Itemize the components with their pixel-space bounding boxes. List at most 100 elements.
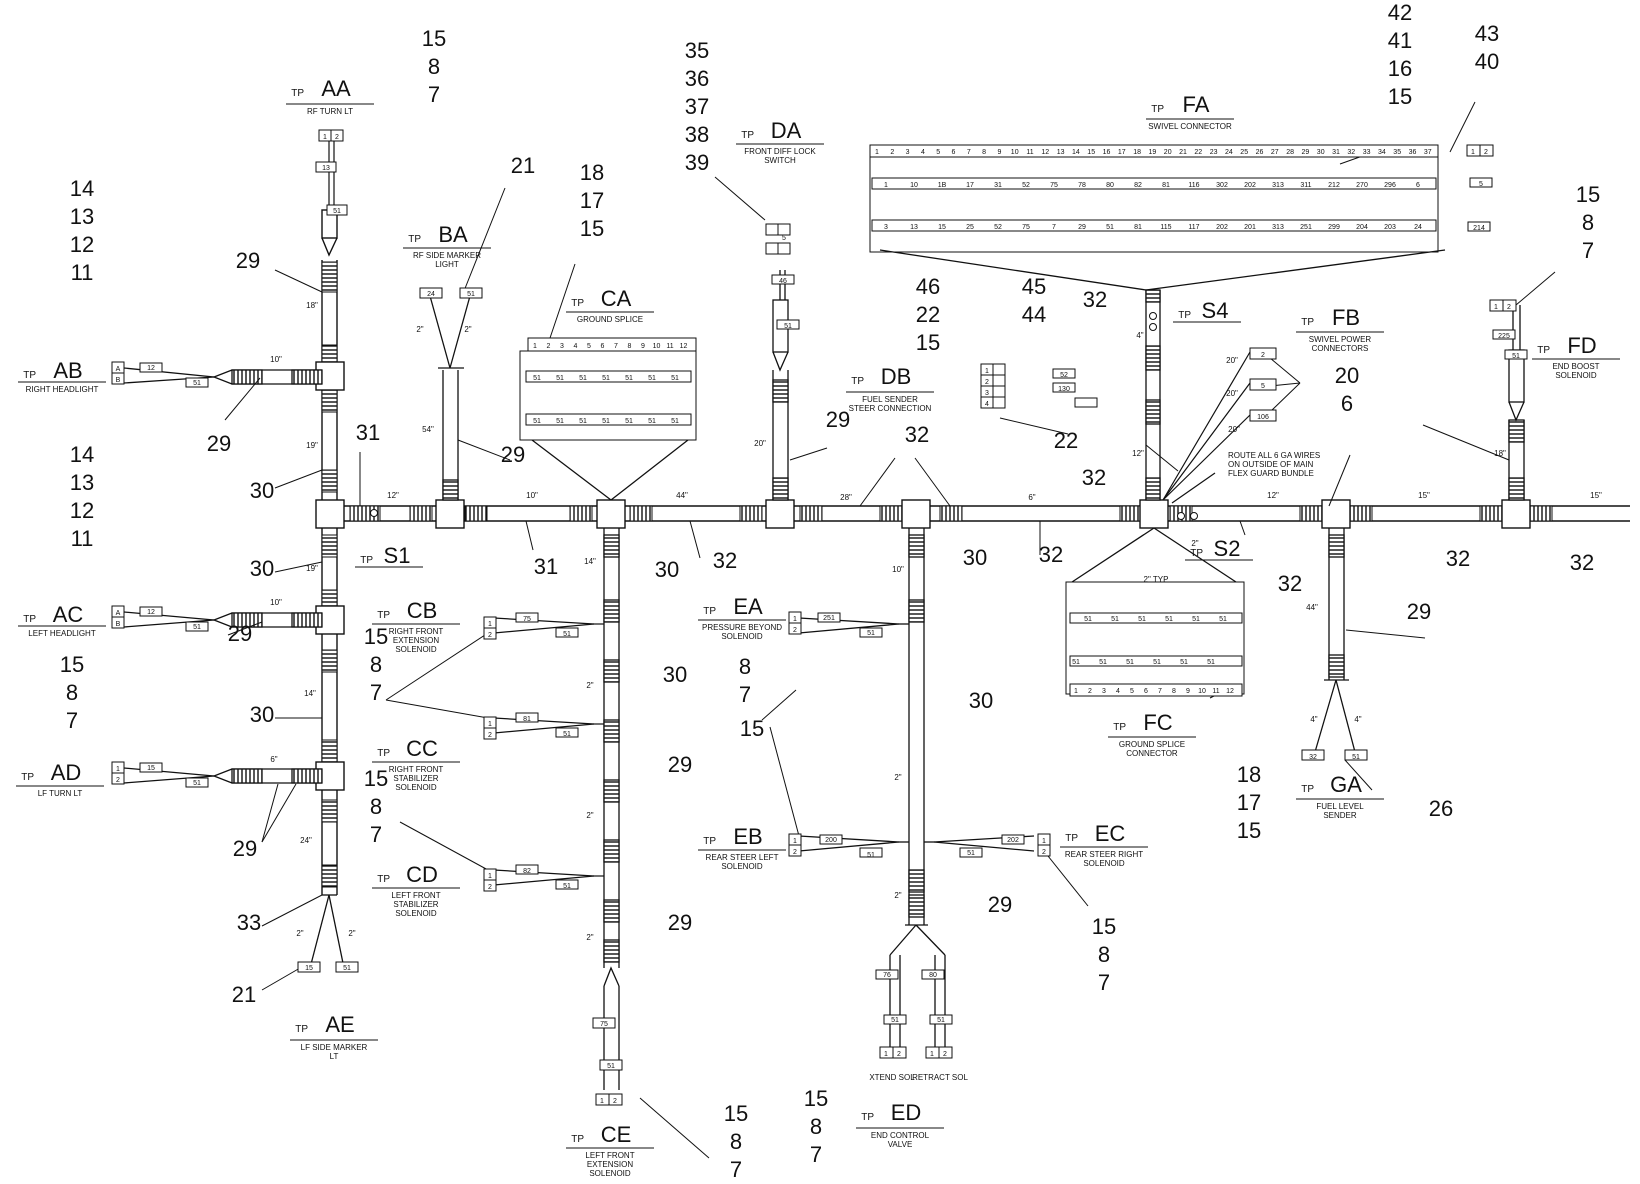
length-l_ga: 44" bbox=[1306, 603, 1318, 612]
length-l_fa: 4" bbox=[1136, 331, 1143, 340]
fa-row1-5: 52 bbox=[1022, 182, 1030, 189]
fd-wire-2: 51 bbox=[1512, 353, 1520, 360]
callout-c30g: 30 bbox=[969, 688, 993, 713]
length-l_ca2: 44" bbox=[676, 491, 688, 500]
callout-fb-0: 20 bbox=[1335, 363, 1359, 388]
ca-row1-6: 51 bbox=[671, 375, 679, 382]
tp-prefix-ed: TP bbox=[861, 1112, 874, 1123]
branch-ga bbox=[1314, 528, 1356, 753]
fa-row2-4: 52 bbox=[994, 224, 1002, 231]
fa-row1-11: 116 bbox=[1188, 182, 1199, 189]
fa-row1-9: 82 bbox=[1134, 182, 1142, 189]
fa-pin-30: 30 bbox=[1317, 149, 1325, 156]
tp-prefix-fb: TP bbox=[1301, 317, 1314, 328]
fc-fan bbox=[1071, 527, 1237, 583]
callout-ce-1: 8 bbox=[730, 1129, 742, 1154]
length-l_ed1: 10" bbox=[892, 565, 904, 574]
length-l_s1: 12" bbox=[387, 491, 399, 500]
callout-db-2: 15 bbox=[916, 330, 940, 355]
cd-wire-2: 51 bbox=[563, 883, 571, 890]
fa-pin-2: 2 bbox=[890, 149, 894, 156]
tp-code-fd: FD bbox=[1567, 333, 1596, 358]
callout-c32b: 32 bbox=[905, 422, 929, 447]
length-l_ab_v: 19" bbox=[306, 441, 318, 450]
callout-c32c: 32 bbox=[1039, 542, 1063, 567]
tp-code-ba: BA bbox=[438, 222, 468, 247]
eb-pin-2: 2 bbox=[793, 849, 797, 856]
tp-code-ga: GA bbox=[1330, 772, 1362, 797]
callout-c32a: 32 bbox=[713, 548, 737, 573]
tp-prefix-s2: TP bbox=[1190, 548, 1203, 559]
da-wire-3: 51 bbox=[784, 323, 792, 330]
tp-prefix-ce: TP bbox=[571, 1134, 584, 1145]
ed-wire-3: 80 bbox=[929, 972, 937, 979]
ca-connector bbox=[519, 337, 697, 441]
fa-pin-32: 32 bbox=[1347, 149, 1355, 156]
ca-row2-5: 51 bbox=[648, 418, 656, 425]
length-l_fa2: 12" bbox=[1132, 449, 1144, 458]
fa-row2-8: 51 bbox=[1106, 224, 1114, 231]
callout-cd-2: 7 bbox=[370, 822, 382, 847]
branch-ab bbox=[123, 367, 323, 385]
cb-wire-1: 75 bbox=[523, 616, 531, 623]
callout-ea-1: 7 bbox=[739, 682, 751, 707]
cd-pin-2: 2 bbox=[488, 884, 492, 891]
callout-cb-2: 7 bbox=[370, 680, 382, 705]
length-l_s2b: 2" bbox=[1191, 539, 1198, 548]
ab-wire-1: 12 bbox=[147, 365, 155, 372]
length-l_ac_v: 19" bbox=[306, 564, 318, 573]
ga-wire-2: 51 bbox=[1352, 754, 1360, 761]
fc-row1-3: 51 bbox=[1165, 616, 1173, 623]
tp-prefix-fc: TP bbox=[1113, 722, 1126, 733]
length-l_ae: 24" bbox=[300, 836, 312, 845]
ca-pin-9: 9 bbox=[641, 343, 645, 350]
fc-row1-1: 51 bbox=[1111, 616, 1119, 623]
length-l_ae2a: 2" bbox=[296, 929, 303, 938]
callout-c21a: 21 bbox=[232, 982, 256, 1007]
fc-pin-11: 11 bbox=[1212, 688, 1219, 695]
callout-c29a: 29 bbox=[236, 248, 260, 273]
callout-fa-3: 15 bbox=[1388, 84, 1412, 109]
length-l_ga_a: 4" bbox=[1310, 715, 1317, 724]
ca-row2-1: 51 bbox=[556, 418, 564, 425]
fc-pin-9: 9 bbox=[1186, 688, 1190, 695]
fa-pin-23: 23 bbox=[1210, 149, 1218, 156]
callout-ab-3: 11 bbox=[71, 260, 94, 285]
ca-pin-1: 1 bbox=[533, 343, 537, 350]
ca-pin-11: 11 bbox=[666, 343, 673, 350]
tp-prefix-cb: TP bbox=[377, 610, 390, 621]
tp-prefix-ea: TP bbox=[703, 606, 716, 617]
callout-c29d: 29 bbox=[233, 836, 257, 861]
callout-ca-1: 17 bbox=[580, 188, 604, 213]
ab-pin-b: B bbox=[116, 377, 121, 384]
callout-ea-0: 8 bbox=[739, 654, 751, 679]
callout-c30a: 30 bbox=[250, 478, 274, 503]
callout-c31a: 31 bbox=[356, 420, 380, 445]
tp-code-ea: EA bbox=[733, 594, 763, 619]
tp-prefix-fd: TP bbox=[1537, 345, 1550, 356]
ce-wire-1: 75 bbox=[600, 1021, 608, 1028]
fa-row2-2: 15 bbox=[938, 224, 946, 231]
callout-c32h: 32 bbox=[1570, 550, 1594, 575]
length-l_ba_a: 2" bbox=[416, 325, 423, 334]
ea-wire-2: 51 bbox=[867, 630, 875, 637]
callout-fa2-0: 43 bbox=[1475, 21, 1499, 46]
note-xtend: XTEND SOL bbox=[869, 1073, 915, 1082]
callout-c33: 33 bbox=[237, 910, 261, 935]
branch-ae bbox=[309, 894, 345, 969]
fa-pin-35: 35 bbox=[1393, 149, 1401, 156]
fd-pin-2: 2 bbox=[1507, 304, 1511, 311]
diagram-labels: 1587141312111413121115871817153536373839… bbox=[16, 0, 1620, 1182]
ed-wire-4: 51 bbox=[937, 1017, 945, 1024]
fc-pin-6: 6 bbox=[1144, 688, 1148, 695]
ce-pin-2: 2 bbox=[613, 1098, 617, 1105]
length-l_fb3: 20" bbox=[1228, 425, 1240, 434]
fc-pin-5: 5 bbox=[1130, 688, 1134, 695]
ae-wire-2: 51 bbox=[343, 965, 351, 972]
fa-pin-36: 36 bbox=[1409, 149, 1417, 156]
length-l_s2: 12" bbox=[1267, 491, 1279, 500]
